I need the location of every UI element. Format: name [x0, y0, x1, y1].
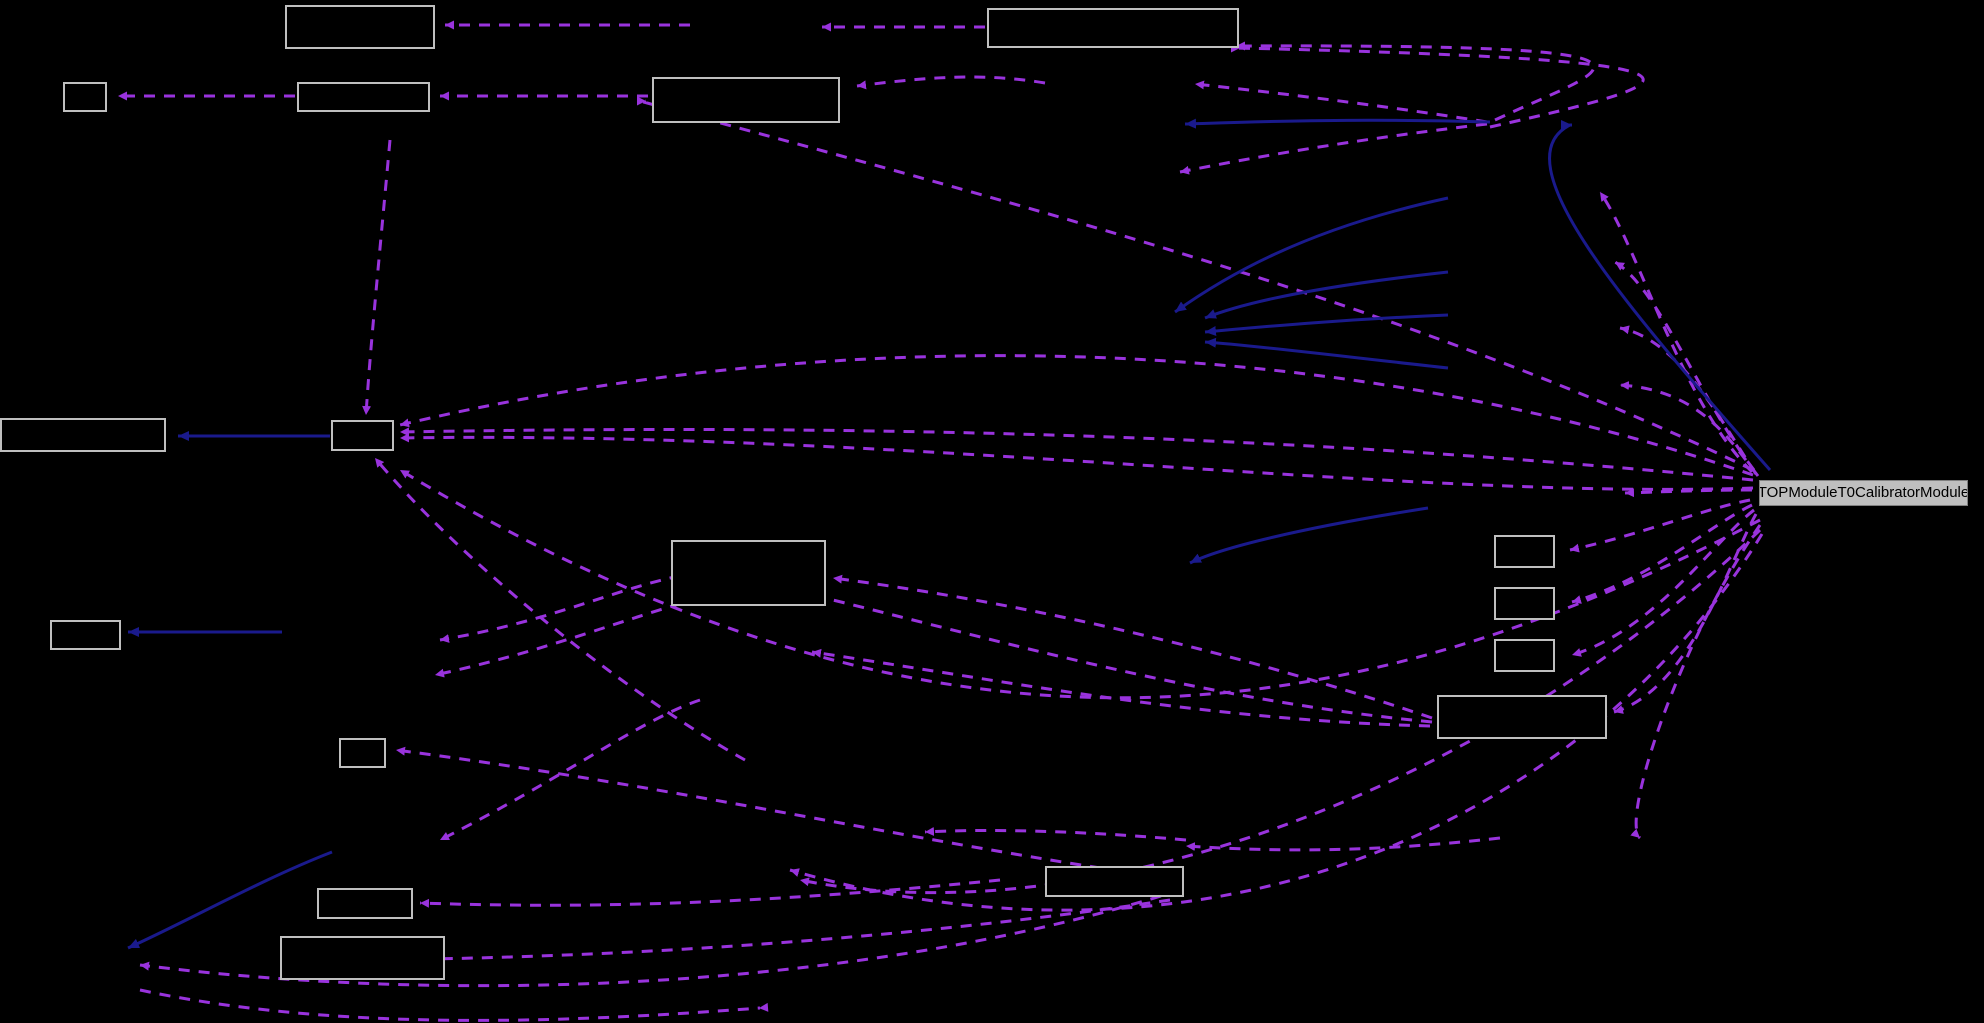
graph-node[interactable]: [1494, 587, 1555, 620]
graph-node[interactable]: [652, 77, 840, 123]
edge-caller: [439, 570, 701, 643]
edge-callee: [1189, 506, 1429, 565]
graph-node[interactable]: [1494, 535, 1555, 568]
graph-node[interactable]: [50, 620, 121, 650]
graph-node[interactable]: [671, 540, 826, 606]
graph-node-current[interactable]: TOPModuleT0CalibratorModule: [1759, 480, 1968, 506]
edge-callee: [1174, 196, 1449, 314]
graph-node[interactable]: [987, 8, 1239, 48]
graph-node[interactable]: [63, 82, 107, 112]
edge-caller: [924, 826, 1187, 842]
caller-edges-right-arrow: [139, 988, 769, 1022]
edge-caller: [1231, 43, 1645, 129]
edge-caller: [1571, 508, 1755, 657]
graph-node[interactable]: [1494, 639, 1555, 672]
graph-node[interactable]: [331, 420, 394, 451]
edge-callee: [1204, 337, 1449, 370]
edge-callee: [1204, 313, 1449, 337]
edge-callee: [127, 850, 333, 950]
graph-node[interactable]: [0, 418, 166, 452]
edge-caller: [1598, 191, 1754, 474]
graph-node[interactable]: [339, 738, 386, 768]
edge-caller: [1613, 513, 1758, 714]
edge-caller: [832, 574, 1433, 720]
edge-caller: [319, 898, 1171, 965]
edge-caller: [399, 427, 1754, 482]
edge-caller: [1185, 836, 1501, 852]
edge-caller: [1194, 80, 1488, 124]
caller-edges: [118, 20, 1764, 988]
edge-caller: [811, 648, 1431, 728]
edge-caller: [1619, 325, 1758, 475]
edge-callee: [1184, 118, 1491, 129]
edge-caller: [637, 96, 1754, 472]
edge-caller: [1179, 122, 1488, 175]
edge-caller: [1624, 488, 1753, 498]
edge-caller: [1614, 260, 1756, 471]
edge-caller: [1571, 503, 1753, 604]
edge-callee: [1548, 120, 1772, 471]
graph-node[interactable]: [280, 936, 445, 980]
edge-caller: [799, 589, 1433, 724]
edge-callee: [1204, 270, 1449, 320]
edge-caller: [399, 468, 1761, 700]
graph-node[interactable]: [1045, 866, 1184, 897]
edge-caller: [1619, 381, 1760, 477]
edge-caller: [439, 698, 701, 842]
graph-node[interactable]: [297, 82, 430, 112]
edge-caller: [139, 988, 769, 1022]
graph-node[interactable]: [1437, 695, 1607, 739]
edge-caller: [399, 354, 1754, 477]
graph-node[interactable]: [285, 5, 435, 49]
edge-caller: [856, 75, 1046, 90]
edge-caller: [395, 746, 1181, 882]
edge-caller: [1569, 498, 1751, 553]
edge-caller: [434, 596, 701, 678]
edge-caller: [1630, 524, 1762, 840]
edge-caller: [362, 139, 392, 416]
edge-caller: [1235, 41, 1596, 122]
edge-caller: [373, 457, 746, 762]
edge-caller: [799, 528, 1762, 895]
edge-caller: [419, 878, 1001, 908]
edge-caller: [399, 433, 1754, 491]
graph-node[interactable]: [317, 888, 413, 919]
edge-caller: [789, 533, 1764, 912]
